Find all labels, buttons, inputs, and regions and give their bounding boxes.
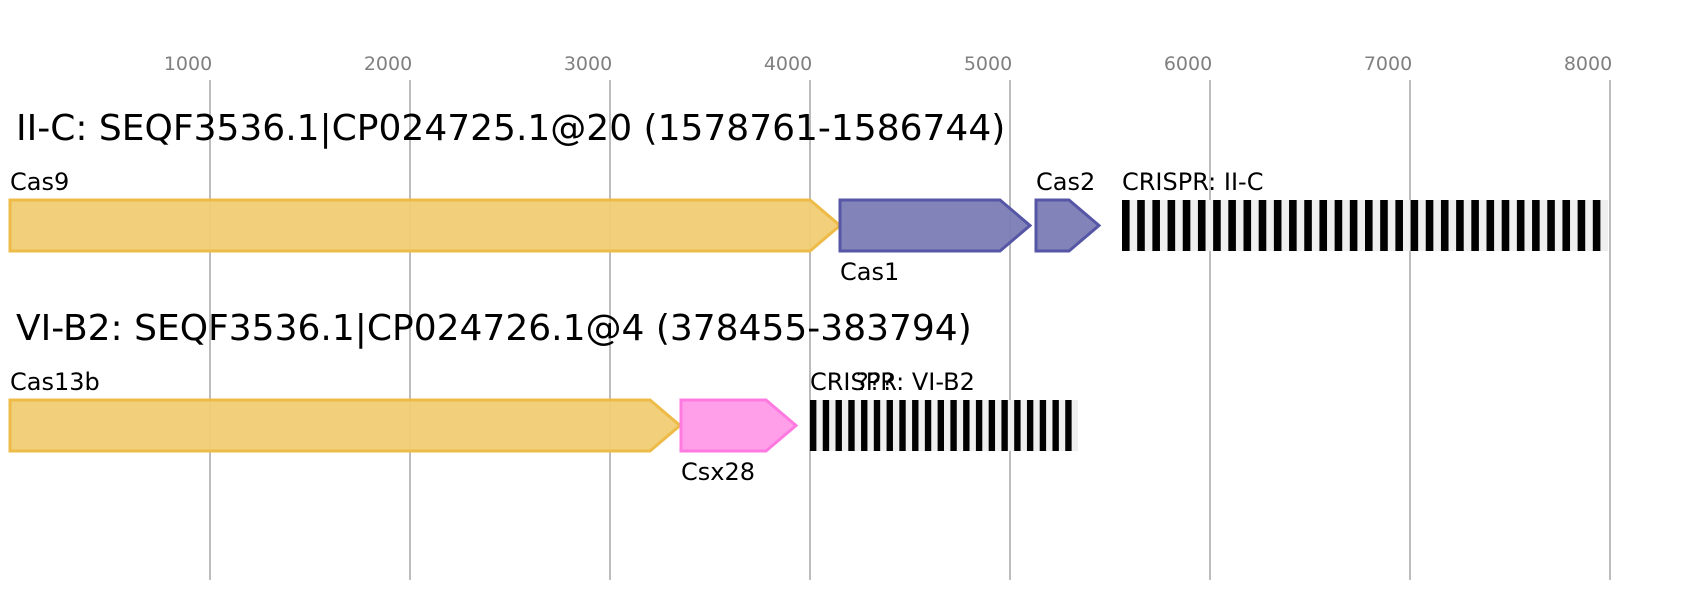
locus-2: VI-B2: SEQF3536.1|CP024726.1@4 (378455-3…	[8, 308, 1078, 486]
crispr-repeat	[1349, 200, 1358, 251]
crispr-repeat	[886, 400, 893, 451]
tick-label-5000: 5000	[964, 53, 1012, 75]
crispr-repeat	[1243, 200, 1252, 251]
gene-arrow[interactable]	[838, 198, 1033, 253]
gene-arrow[interactable]	[8, 198, 843, 253]
crispr-repeat	[988, 400, 996, 451]
loci: II-C: SEQF3536.1|CP024725.1@20 (1578761-…	[8, 108, 1608, 486]
locus-title: II-C: SEQF3536.1|CP024725.1@20 (1578761-…	[16, 108, 1005, 149]
crispr-repeat	[1273, 200, 1282, 251]
crispr-repeat	[1380, 200, 1388, 251]
feature-label: ???	[856, 368, 894, 396]
feature-label: CRISPR: VI-B2	[810, 368, 975, 396]
gene--: ???	[856, 368, 894, 396]
gene-cas1: Cas1	[838, 198, 1033, 286]
feature-label: Cas9	[10, 168, 69, 196]
feature-label: CRISPR: II-C	[1122, 168, 1263, 196]
crispr-repeat	[835, 400, 842, 451]
crispr-repeat	[1213, 200, 1221, 251]
crispr-repeat	[912, 400, 919, 451]
gene-csx28: Csx28	[679, 398, 799, 486]
gene-cas13b: Cas13b	[8, 368, 683, 453]
tick-label-2000: 2000	[364, 53, 412, 75]
crispr-repeat	[1547, 200, 1555, 251]
crispr-repeat	[1065, 400, 1072, 451]
tick-label-1000: 1000	[164, 53, 212, 75]
gene-cas2: Cas2	[1034, 168, 1102, 253]
crispr-repeat	[950, 400, 957, 451]
crispr-repeat	[1501, 200, 1510, 251]
crispr-repeat	[1228, 200, 1236, 251]
crispr-array-crispr-ii-c: CRISPR: II-C	[1122, 168, 1608, 251]
locus-1: II-C: SEQF3536.1|CP024725.1@20 (1578761-…	[8, 108, 1608, 286]
crispr-repeat	[1486, 200, 1495, 251]
crispr-repeat	[848, 400, 855, 451]
crispr-repeat	[1425, 200, 1434, 251]
crispr-repeat	[1152, 200, 1160, 251]
tick-label-6000: 6000	[1164, 53, 1212, 75]
tick-label-3000: 3000	[564, 53, 612, 75]
feature-label: Cas1	[840, 258, 899, 286]
crispr-repeat	[822, 400, 830, 451]
crispr-repeat	[861, 400, 868, 451]
crispr-array-crispr-vi-b2: CRISPR: VI-B2	[810, 368, 1078, 451]
crispr-repeat	[1014, 400, 1021, 451]
crispr-repeat	[1456, 200, 1464, 251]
tick-label-7000: 7000	[1364, 53, 1412, 75]
feature-label: Cas13b	[10, 368, 100, 396]
gene-arrow[interactable]	[679, 398, 799, 453]
crispr-repeat	[1039, 400, 1047, 451]
crispr-repeat	[1182, 200, 1191, 251]
crispr-repeat	[1592, 200, 1601, 251]
crispr-repeat	[873, 400, 881, 451]
crispr-repeat	[924, 400, 932, 451]
crispr-repeat	[963, 400, 970, 451]
crispr-repeat	[1167, 200, 1176, 251]
grid-layer	[209, 80, 1611, 580]
crispr-repeat	[1440, 200, 1449, 251]
tick-label-8000: 8000	[1564, 53, 1612, 75]
crispr-repeat	[1258, 200, 1267, 251]
crispr-repeat	[1304, 200, 1312, 251]
tick-labels: 1000 2000 3000 4000 5000 6000 7000 8000	[164, 53, 1612, 75]
locus-title: VI-B2: SEQF3536.1|CP024726.1@4 (378455-3…	[16, 308, 972, 349]
crispr-repeat	[1562, 200, 1571, 251]
crispr-repeat	[1577, 200, 1586, 251]
crispr-repeat	[1365, 200, 1373, 251]
crispr-repeat	[1319, 200, 1328, 251]
crispr-repeat	[1122, 200, 1130, 251]
crispr-repeat	[1410, 200, 1419, 251]
gene-arrow[interactable]	[8, 398, 683, 453]
gene-cas9: Cas9	[8, 168, 843, 253]
crispr-repeat	[1052, 400, 1059, 451]
feature-label: Csx28	[681, 458, 755, 486]
tick-label-4000: 4000	[764, 53, 812, 75]
crispr-repeat	[1516, 200, 1525, 251]
crispr-repeat	[1137, 200, 1145, 251]
crispr-repeat	[1532, 200, 1540, 251]
crispr-repeat	[1289, 200, 1297, 251]
crispr-repeat	[1334, 200, 1343, 251]
crispr-repeat	[975, 400, 983, 451]
crispr-repeat	[899, 400, 906, 451]
crispr-repeat	[810, 400, 817, 451]
crispr-repeat	[1395, 200, 1403, 251]
crispr-repeat	[1001, 400, 1008, 451]
gene-arrow[interactable]	[1034, 198, 1102, 253]
crispr-repeat	[937, 400, 944, 451]
crispr-repeat	[1026, 400, 1034, 451]
feature-label: Cas2	[1036, 168, 1095, 196]
crispr-repeat	[1471, 200, 1479, 251]
crispr-repeat	[1197, 200, 1206, 251]
